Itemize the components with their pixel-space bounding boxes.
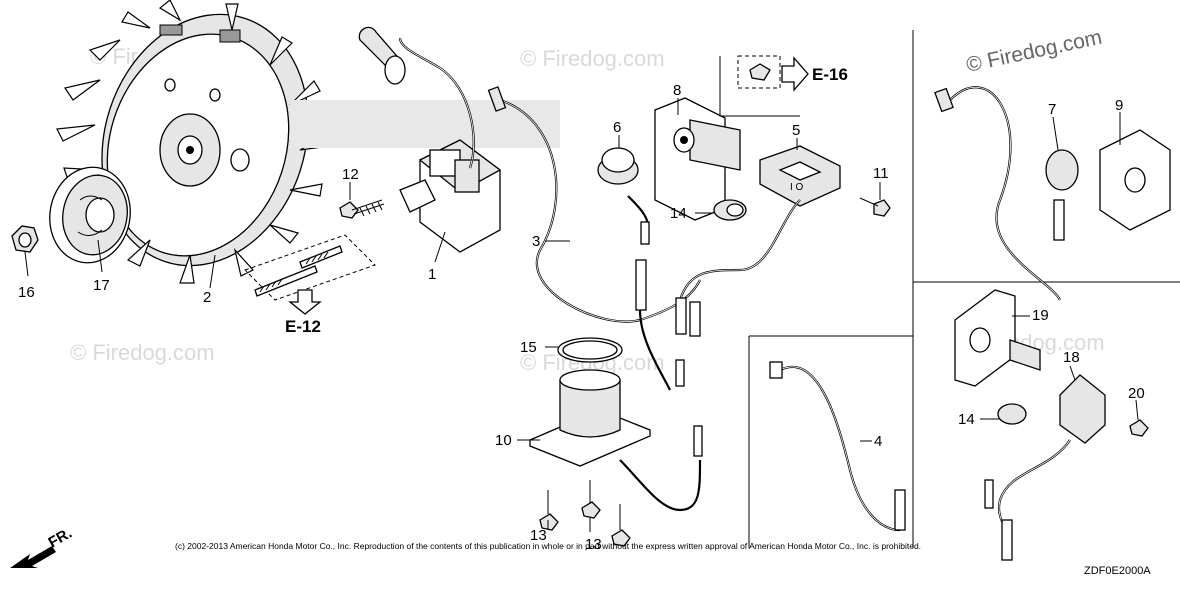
callout-7: 7 [1048, 101, 1056, 118]
watermark-3: © Firedog.com [70, 340, 215, 365]
callout-20: 20 [1128, 385, 1145, 402]
e12-label: E-12 [285, 317, 321, 336]
callout-5: 5 [792, 122, 800, 139]
bolt-11 [859, 197, 891, 217]
e12-reference: E-12 [285, 289, 322, 336]
callout-19: 19 [1032, 307, 1049, 324]
bolts-13 [539, 480, 631, 547]
e16-reference: E-16 [719, 55, 848, 117]
oil-level-switch-10 [529, 369, 703, 512]
diagram-code: ZDF0E2000A [1084, 565, 1151, 577]
svg-text:I O: I O [790, 182, 804, 193]
callout-18: 18 [1063, 349, 1080, 366]
front-indicator: FR. [10, 525, 75, 568]
callout-9: 9 [1115, 97, 1123, 114]
clip-14 [713, 199, 747, 221]
switch-harness [675, 199, 801, 337]
callout-17: 17 [93, 277, 110, 294]
leader-lines [24, 98, 1139, 532]
top-right-harness [934, 86, 1171, 301]
callout-13a: 13 [530, 527, 547, 544]
copyright-text: (c) 2002-2013 American Honda Motor Co., … [175, 541, 921, 551]
callout-3: 3 [532, 233, 540, 250]
callout-8: 8 [673, 82, 681, 99]
callout-10: 10 [495, 432, 512, 449]
switch-5: I O [759, 145, 841, 207]
watermark-2: © Firedog.com [520, 46, 665, 71]
oil-cap-6 [597, 147, 650, 245]
bracket-8 [654, 97, 741, 221]
o-ring-15 [557, 337, 623, 363]
callout-14a: 14 [670, 205, 687, 222]
callout-11: 11 [873, 165, 889, 182]
callout-15: 15 [520, 339, 537, 356]
panel-dividers [748, 30, 1180, 548]
callout-1: 1 [428, 266, 436, 283]
ignition-coil [358, 26, 502, 253]
callout-14b: 14 [958, 411, 975, 428]
bottom-right-assembly [954, 289, 1149, 561]
flange-nut [11, 225, 39, 253]
starter-pulley [49, 166, 131, 264]
callout-12: 12 [342, 166, 359, 183]
coil-bolt [339, 199, 385, 219]
flywheel-shading [290, 100, 560, 148]
e16-label: E-16 [812, 65, 848, 84]
wire-harness-3 [487, 86, 701, 391]
callout-16: 16 [18, 284, 35, 301]
callout-2: 2 [203, 289, 211, 306]
callout-6: 6 [613, 119, 621, 136]
callout-4: 4 [874, 433, 882, 450]
stud-bolts [244, 234, 376, 301]
callout-13b: 13 [585, 536, 602, 553]
watermark-top-right: © Firedog.com [964, 26, 1104, 77]
callout-numbers: 1 2 3 4 5 6 7 8 9 10 11 12 13 13 14 14 1… [18, 82, 1145, 553]
wire-harness-4 [769, 361, 906, 532]
flywheel [56, 0, 331, 284]
